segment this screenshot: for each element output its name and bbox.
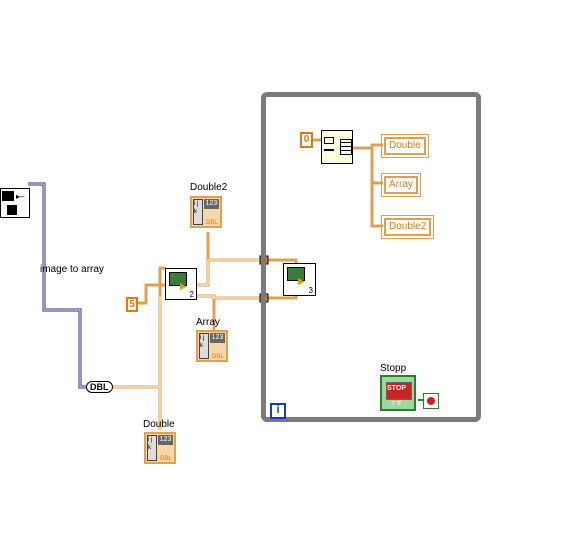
type-tag: DBL bbox=[160, 456, 172, 462]
stop-text: STOP bbox=[387, 385, 406, 392]
double-control[interactable]: i j k 123 DBL bbox=[144, 432, 176, 464]
waveform-icon bbox=[287, 267, 305, 281]
dbl-conversion[interactable]: DBL bbox=[86, 381, 113, 393]
type-tag: DBL bbox=[206, 220, 218, 226]
image-to-array-label: image to array bbox=[40, 264, 104, 275]
array-indicator[interactable]: Array bbox=[381, 173, 421, 197]
array-function-node-3[interactable]: ▶ 3 bbox=[283, 263, 316, 296]
double2-control-label: Double2 bbox=[190, 182, 228, 193]
image-source-node[interactable]: ▸– bbox=[0, 188, 30, 218]
terminal-icon bbox=[7, 205, 17, 215]
numeric-display: 123 bbox=[210, 333, 225, 343]
array-function-node-2[interactable]: ▶ 2 bbox=[165, 268, 197, 300]
stop-condition-icon bbox=[427, 397, 435, 405]
array-control[interactable]: i j k 123 DBL bbox=[196, 330, 228, 362]
numeric-display: 123 bbox=[204, 199, 219, 209]
index-display: i j k bbox=[199, 333, 209, 359]
build-array-node[interactable] bbox=[321, 130, 353, 164]
double2-control[interactable]: i j k 123 DBL bbox=[190, 196, 222, 228]
image-icon bbox=[2, 191, 14, 201]
index-display: i j k bbox=[193, 199, 203, 225]
numeric-display: 123 bbox=[158, 435, 173, 445]
stop-button[interactable]: STOP T F bbox=[380, 375, 416, 411]
index-display: i j k bbox=[147, 435, 157, 461]
double2-indicator[interactable]: Double2 bbox=[380, 215, 435, 239]
arrow-icon: ▶ bbox=[180, 281, 187, 291]
node-number: 3 bbox=[308, 286, 313, 295]
stop-control-label: Stopp bbox=[380, 363, 407, 374]
arrow-icon: ▸– bbox=[16, 192, 25, 201]
while-loop[interactable] bbox=[261, 92, 481, 422]
node-number: 2 bbox=[189, 290, 194, 299]
constant-zero[interactable]: 0 bbox=[300, 132, 313, 148]
array-grid-icon bbox=[340, 139, 352, 155]
double-control-label: Double bbox=[143, 419, 175, 430]
constant-five[interactable]: 5 bbox=[126, 297, 138, 312]
array-control-label: Array bbox=[196, 317, 220, 328]
stop-condition-terminal[interactable] bbox=[423, 393, 439, 409]
arrow-icon: ▶ bbox=[298, 276, 305, 286]
input-icon bbox=[324, 137, 334, 144]
double-indicator[interactable]: Double bbox=[381, 134, 429, 158]
type-tag: DBL bbox=[212, 354, 224, 360]
waveform-icon bbox=[169, 272, 187, 286]
dimension-icon bbox=[324, 149, 334, 151]
stop-button-face bbox=[386, 382, 412, 400]
iteration-terminal: i bbox=[270, 403, 286, 419]
stop-tf-text: T F bbox=[391, 401, 402, 408]
